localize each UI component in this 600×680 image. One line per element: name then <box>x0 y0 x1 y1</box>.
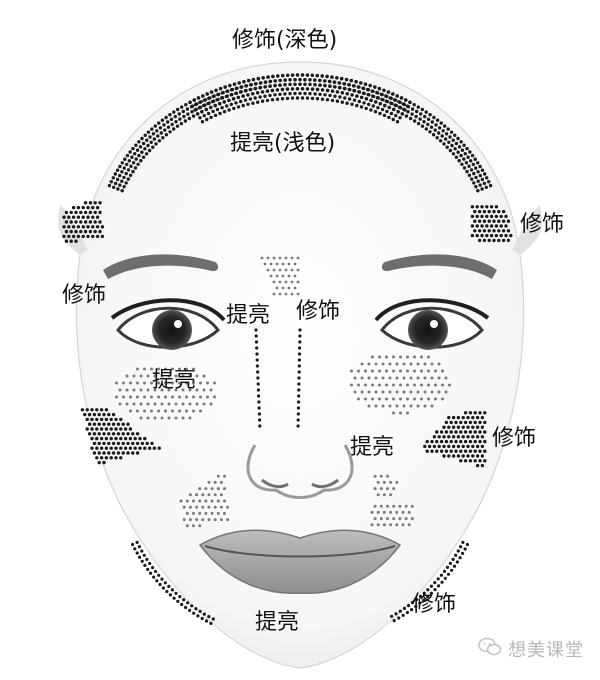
eyebrow-right <box>381 254 497 279</box>
hair-shadow-left <box>58 205 88 255</box>
eye-right <box>374 298 490 350</box>
wechat-icon <box>478 637 502 661</box>
label-top-title: 修饰(深色) <box>232 28 338 53</box>
label-nose-side: 修饰 <box>296 299 341 324</box>
watermark: 想美课堂 <box>478 636 584 662</box>
label-forehead-highlight: 提亮(浅色) <box>230 131 336 156</box>
label-under-eye-right: 提亮 <box>350 435 395 460</box>
hair-shadow-right <box>512 205 542 255</box>
label-cheek-right: 修饰 <box>492 426 537 451</box>
watermark-text: 想美课堂 <box>508 640 584 661</box>
lip-line <box>204 545 396 558</box>
label-under-eye-left: 提亮 <box>152 368 197 393</box>
label-jaw-right: 修饰 <box>412 592 457 617</box>
label-temple-left: 修饰 <box>62 283 107 308</box>
makeup-dot-patterns <box>62 73 513 626</box>
label-temple-right: 修饰 <box>520 212 565 237</box>
nose <box>246 444 354 499</box>
nose-shadow <box>261 478 339 489</box>
lips <box>198 529 402 594</box>
eye-left <box>110 298 226 350</box>
eyebrow-left <box>103 254 219 279</box>
label-chin: 提亮 <box>255 610 300 635</box>
label-nose-bridge: 提亮 <box>226 303 271 328</box>
